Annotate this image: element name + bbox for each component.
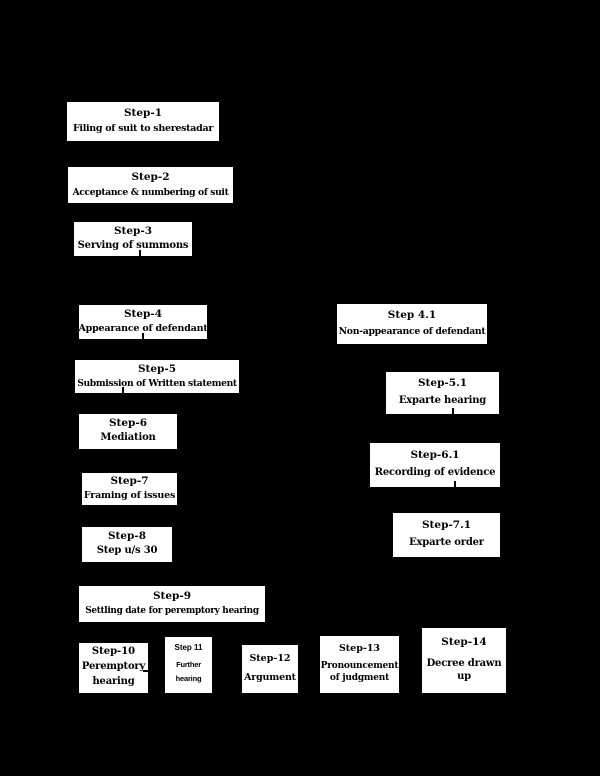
flow-box-step-7: Step-7 Framing of issues [82,473,177,505]
connector-arrow-remnant [139,250,141,258]
step-title: Step-5.1 [417,377,468,390]
step-title: Step-14 [441,636,487,649]
flow-box-step-8: Step-8 Step u/s 30 [82,527,172,562]
step-title: Step-3 [113,224,153,237]
step-title: Step-2 [131,170,170,183]
step-label: Pronouncement of judgment [320,661,399,684]
step-title: Step-1 [123,106,163,119]
connector-arrow-remnant [454,481,456,489]
step-title: Step-7.1 [421,519,472,532]
flow-box-step-10: Step-10 Peremptory hearing [79,643,148,693]
connector-arrow-remnant [122,387,124,395]
flow-box-step-4-1: Step 4.1 Non-appearance of defendant [337,304,487,344]
step-label: Further hearing [175,659,202,684]
step-title: Step-6 [108,417,148,430]
step-title: Step-7 [110,475,149,488]
step-title: Step-10 [91,645,136,657]
step-label: Exparte order [409,537,484,549]
step-title: Step-5 [137,362,177,375]
step-title: Step-8 [107,530,147,543]
step-label: Mediation [100,432,156,444]
flow-box-step-11: Step 11 Further hearing [165,637,212,693]
step-label: Acceptance & numbering of suit [72,186,229,198]
step-label: Step u/s 30 [96,545,158,557]
connector-arrow-remnant [143,670,151,672]
flow-box-step-13: Step-13 Pronouncement of judgment [320,636,399,693]
step-title: Step-12 [249,653,291,665]
flow-box-step-14: Step-14 Decree drawn up [422,628,506,693]
flow-box-step-9: Step-9 Settling date for peremptory hear… [79,586,265,622]
step-label: Appearance of defendant [78,323,208,335]
connector-arrow-remnant [142,333,144,341]
flow-box-step-2: Step-2 Acceptance & numbering of suit [68,167,233,203]
step-label: Peremptory hearing [81,661,146,687]
step-label: Settling date for peremptory hearing [85,605,259,616]
flow-box-step-12: Step-12 Argument [242,645,298,693]
step-title: Step-4 [123,308,163,321]
flow-box-step-5: Step-5 Submission of Written statement [75,360,239,393]
connector-arrow-remnant [452,408,454,416]
step-label: Non-appearance of defendant [338,326,486,338]
flow-box-step-3: Step-3 Serving of summons [74,222,192,256]
step-label: Argument [244,672,296,684]
step-title: Step 11 [174,642,203,652]
step-label: Recording of evidence [374,467,496,479]
flow-box-step-6-1: Step-6.1 Recording of evidence [370,443,500,487]
step-title: Step-6.1 [410,449,460,462]
step-label: Decree drawn up [426,657,502,683]
step-title: Step 4.1 [387,309,437,322]
step-label: Framing of issues [83,489,176,501]
step-title: Step-13 [338,643,381,655]
flow-box-step-6: Step-6 Mediation [79,414,177,449]
step-label: Exparte hearing [398,394,487,406]
flow-box-step-7-1: Step-7.1 Exparte order [393,513,500,557]
flow-box-step-1: Step-1 Filing of suit to sherestadar [67,102,219,141]
step-label: Serving of summons [77,239,189,251]
step-label: Filing of suit to sherestadar [72,123,214,135]
flow-box-step-5-1: Step-5.1 Exparte hearing [386,372,499,414]
step-title: Step-9 [152,589,192,602]
step-label: Submission of Written statement [77,377,237,389]
